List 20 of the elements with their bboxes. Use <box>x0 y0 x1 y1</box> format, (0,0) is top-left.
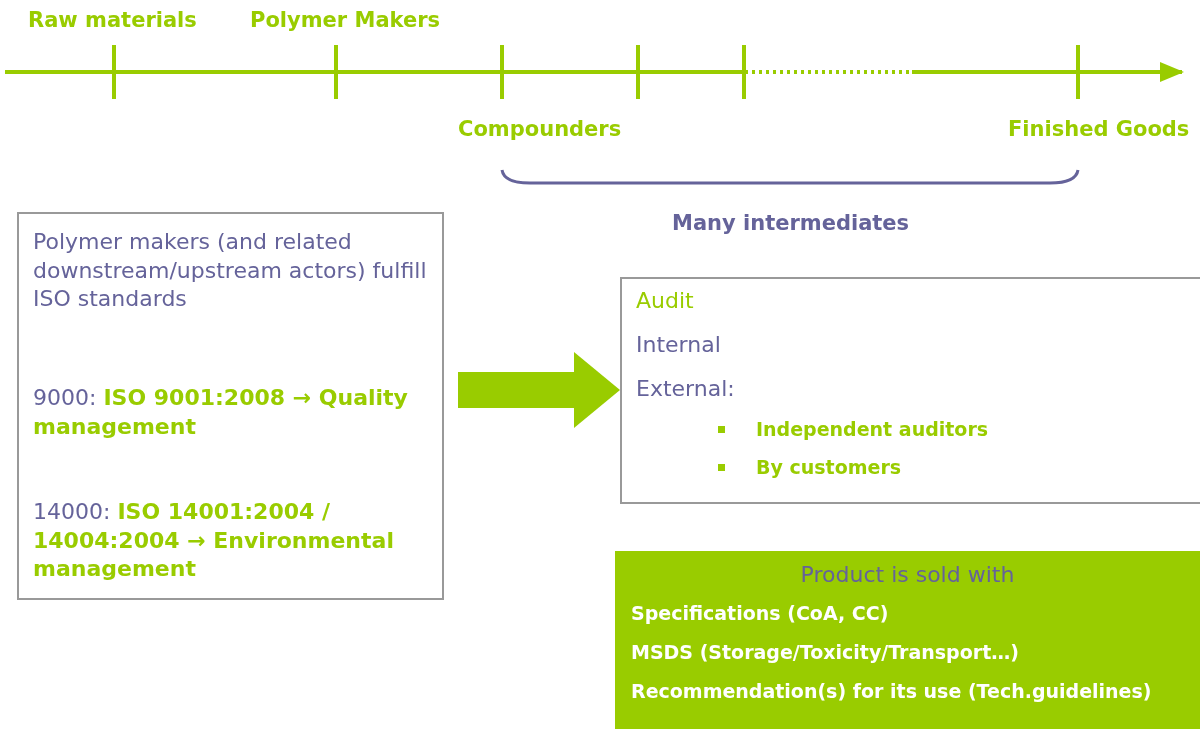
panel-heading: Product is sold with <box>799 561 1016 589</box>
standard-item: 14000: ISO 14001:2004 / 14004:2004 → Environmental management <box>33 498 395 584</box>
document-item: MSDS (Storage/Toxicity/Transport…) <box>631 640 1020 665</box>
audit-panel <box>620 277 1200 504</box>
panel-heading: Polymer makers (and related downstream/upstream actors) fulfill ISO standards <box>33 228 428 314</box>
bullet-item: Independent auditors <box>756 417 990 442</box>
timeline-label: Polymer Makers <box>250 8 441 32</box>
timeline-label: Many intermediates <box>672 211 910 235</box>
timeline-label: Compounders <box>458 117 622 141</box>
panel-heading: Audit <box>636 287 695 315</box>
product-panel <box>615 551 1200 729</box>
audit-type: External: <box>636 375 736 403</box>
standards-panel <box>17 212 444 600</box>
document-item: Specifications (CoA, CC) <box>631 601 890 626</box>
timeline-label: Raw materials <box>28 8 197 32</box>
timeline-label: Finished Goods <box>1008 117 1190 141</box>
audit-type: Internal <box>636 331 722 359</box>
standard-item: 9000: ISO 9001:2008 → Quality management <box>33 384 409 441</box>
bullet-item: By customers <box>756 455 903 480</box>
document-item: Recommendation(s) for its use (Tech.guidelines) <box>631 679 1153 704</box>
